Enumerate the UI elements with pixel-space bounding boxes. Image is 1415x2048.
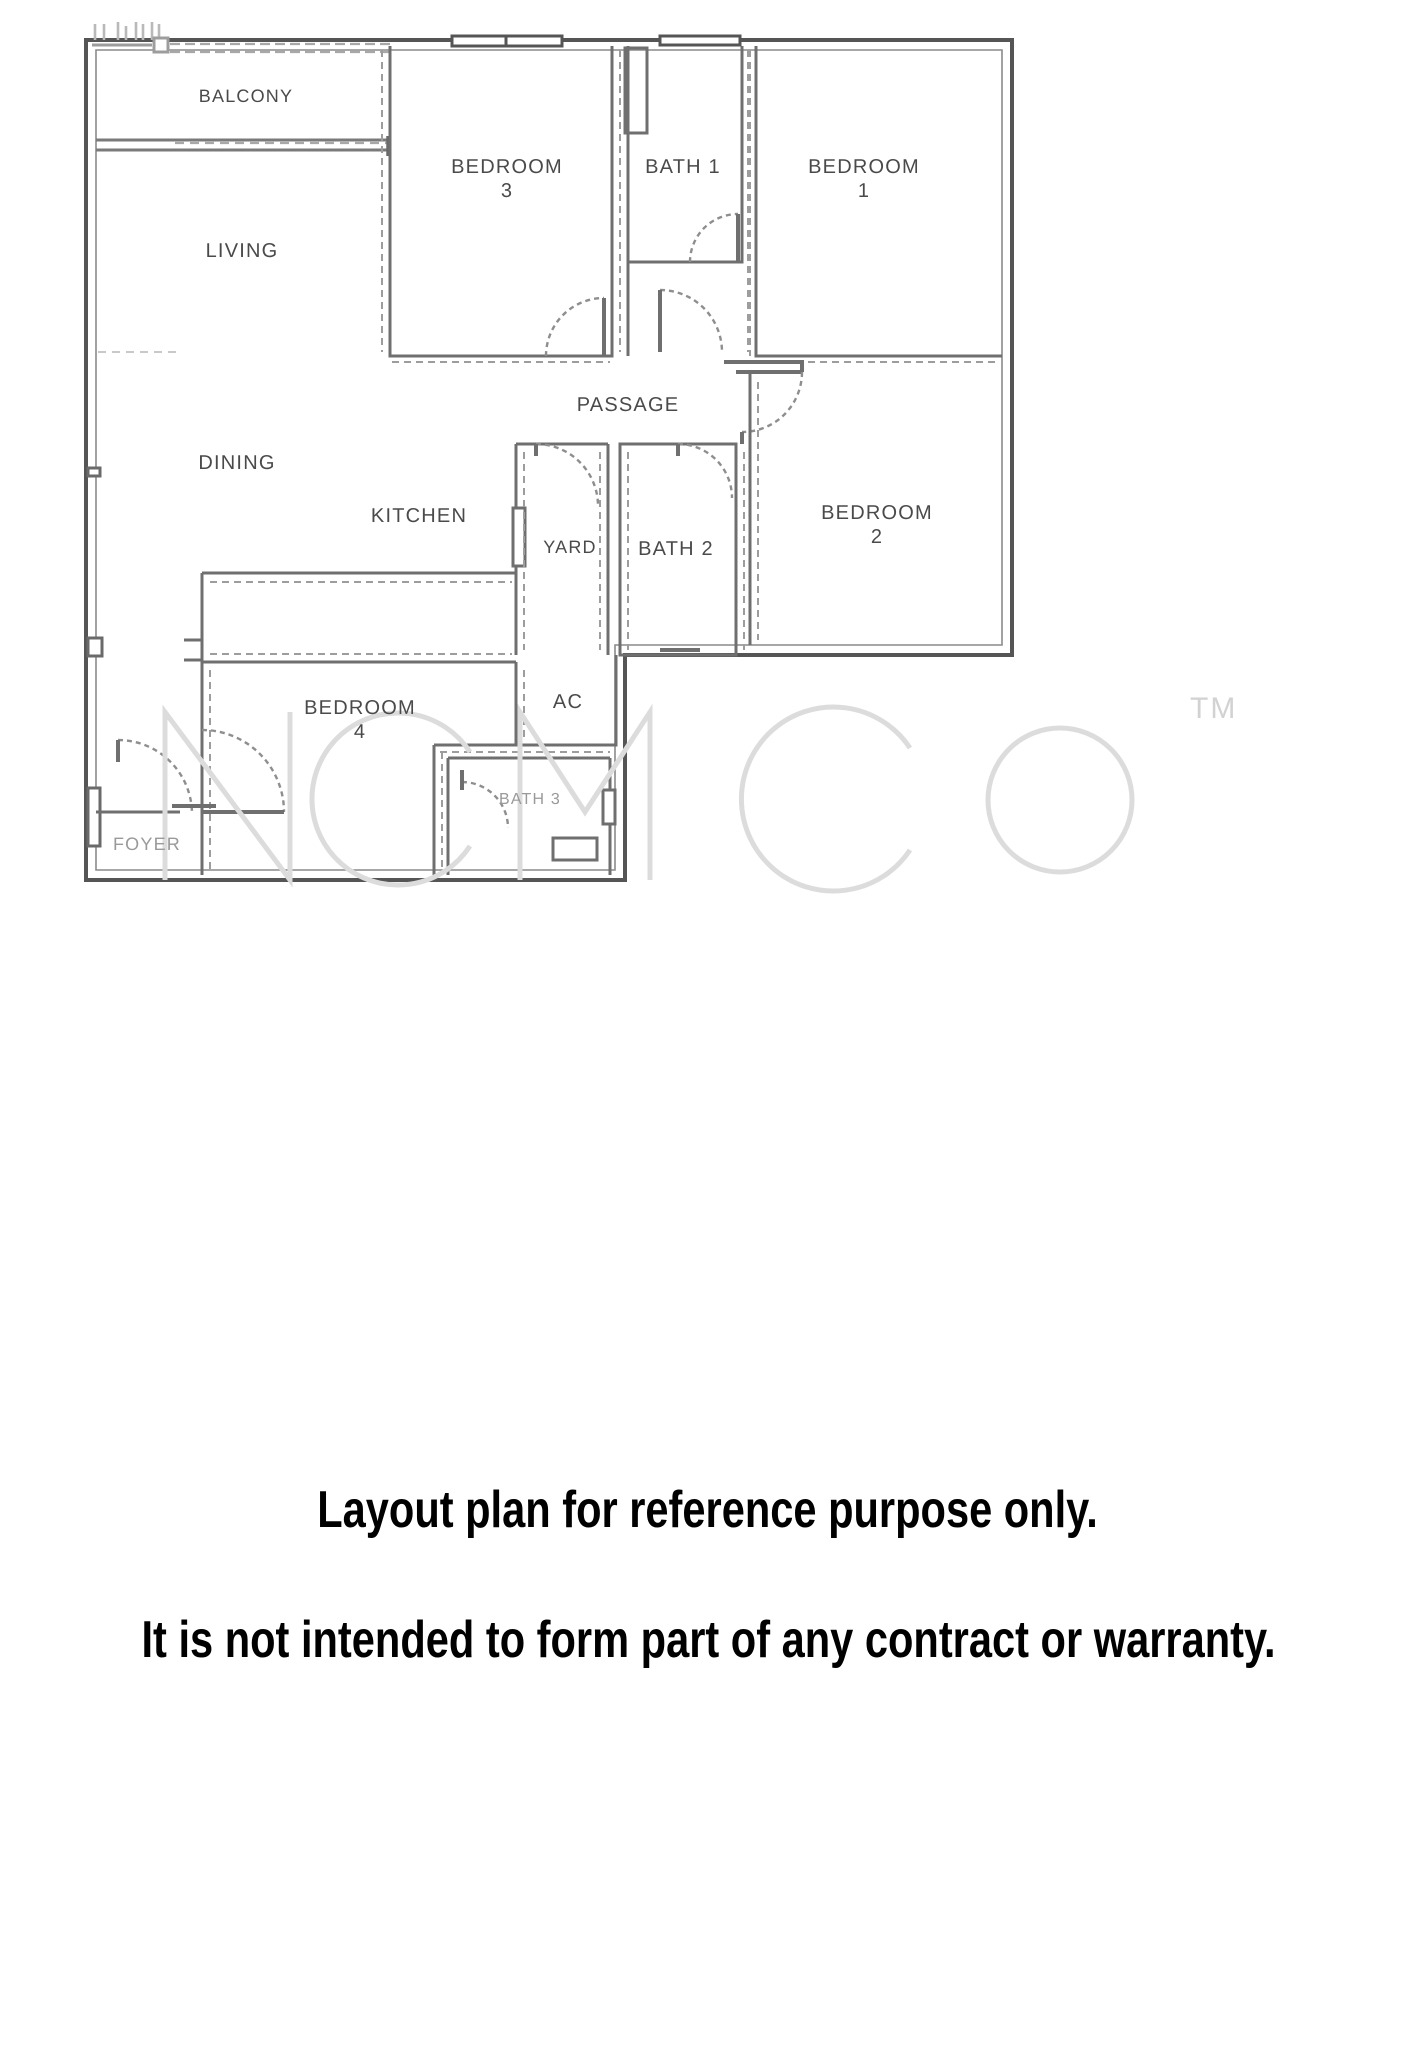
caption-line-1: Layout plan for reference purpose only. [317,1481,1098,1539]
bath-2-walls [618,442,738,657]
dimension-ticks [93,22,161,40]
bedroom-1-walls [754,46,1002,358]
passage-door-swing [741,371,804,434]
floor-plan-drawing [84,22,1135,894]
bedroom-4-walls [200,662,436,875]
entry-door-leaf [116,740,216,808]
floor-plan-container: BALCONY LIVING DINING BEDROOM 3 BATH 1 B… [84,22,1235,894]
bedroom-3-window [450,34,564,48]
bath-1-walls [626,46,744,356]
bath-3-walls [446,756,617,875]
balcony-railing [170,42,390,54]
bedroom-3-walls [388,46,614,358]
bedroom-3-door-swing [544,296,605,357]
bath-1-door-swing [688,212,739,263]
yard-wall-dashes [523,452,601,650]
bedroom-1-door-swing [659,288,724,353]
kitchen-walls [200,571,516,664]
ac-ledge-walls [434,655,618,747]
watermark [162,703,1135,894]
yard-walls [511,442,610,655]
bath-1-window [658,34,742,47]
caption-block: Layout plan for reference purpose only. … [0,1480,1415,1670]
bedroom-4-door-swing [201,728,286,813]
bath-3-door-swing [461,780,510,829]
bath-1-shaft [623,46,649,135]
bath-2-door-swing [677,442,734,499]
passage-walls [724,360,804,374]
yard-door-swing [535,442,600,507]
caption-line-2: It is not intended to form part of any c… [141,1611,1276,1669]
balcony-walls [96,138,390,152]
bedroom-4-wall-dashes [209,670,443,870]
top-left-annotation [92,36,170,54]
kitchen-opening [184,638,204,662]
bedroom-1-wall-dashes [747,50,1000,363]
bedroom-3-wall-dashes [381,50,621,363]
entry-door-swing [117,738,194,815]
ac-ledge-dashes [440,670,610,753]
kitchen-counter-dashes [210,581,512,655]
left-wall-openings [86,466,104,848]
exterior-wall-inner-line [95,49,1003,871]
bath-2-wall-dashes [627,452,745,650]
